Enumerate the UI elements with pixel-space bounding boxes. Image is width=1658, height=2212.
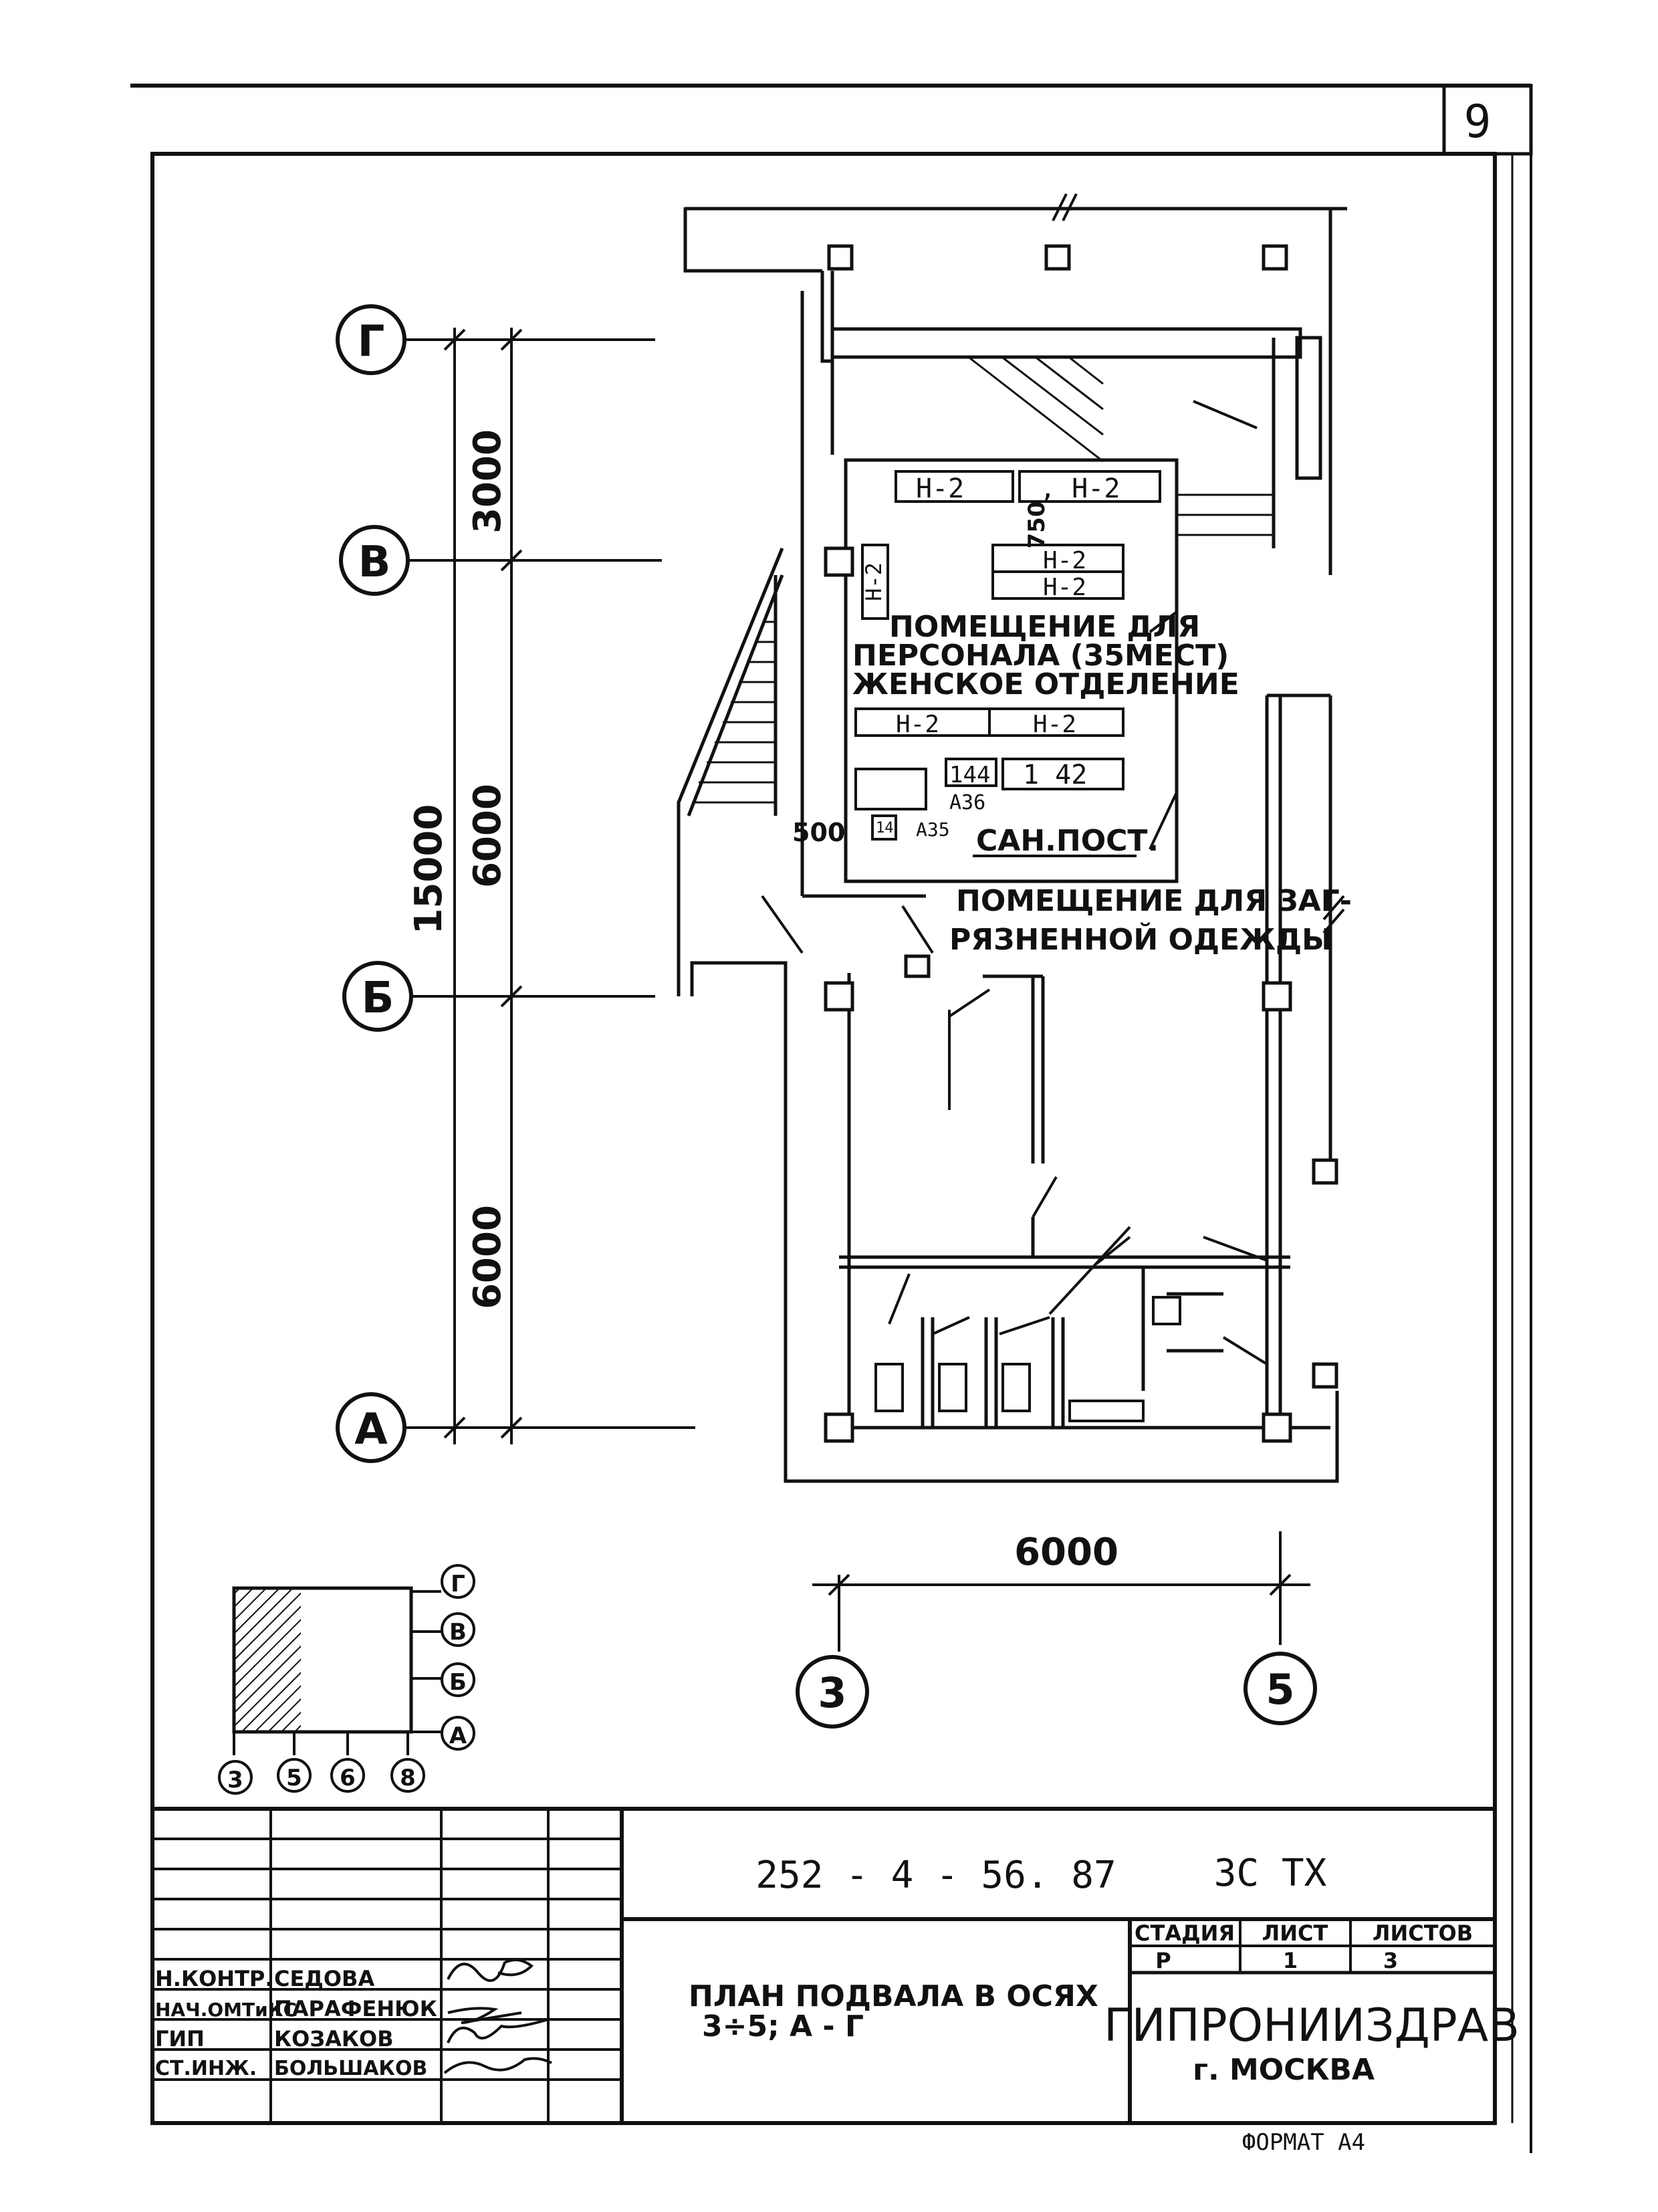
staff-role-1: Н.КОНТР.: [155, 1966, 273, 1991]
drawing-series: 3С ТХ: [1214, 1852, 1327, 1895]
axis-label-5: 5: [1266, 1665, 1294, 1714]
equipment-blocks: [854, 470, 1181, 1422]
organization-name: ГИПРОНИИЗДРАВ: [1104, 1999, 1520, 2052]
sheet-title-line-1: ПЛАН ПОДВАЛА В ОСЯХ: [689, 1979, 1098, 2013]
plan-walls: [677, 207, 1347, 1483]
equip-144: 144: [949, 762, 990, 788]
door-swings: [761, 400, 1268, 1365]
sheet-title-line-2: 3÷5; А - Г: [702, 2009, 864, 2043]
dim-750: 750: [1024, 502, 1050, 549]
header-sheets: ЛИСТОВ: [1373, 1920, 1473, 1946]
equip-1-42: 1 42: [1023, 760, 1087, 790]
axis-bubble-3: 3: [796, 1655, 869, 1729]
staff-role-4: СТ.ИНЖ.: [155, 2057, 257, 2080]
vertical-dimension-chain: [443, 328, 523, 1444]
paper-format: ФОРМАТ А4: [1242, 2129, 1365, 2156]
equip-n2-bottom-right: Н-2: [1033, 711, 1076, 738]
key-axis-5: 5: [286, 1765, 302, 1791]
equip-n2-top-right: , Н-2: [1040, 473, 1120, 504]
equip-a35: А35: [916, 818, 950, 841]
drawing-code: 252 - 4 - 56. 87: [755, 1854, 1116, 1897]
room-dirty-clothes-line-2: РЯЗНЕННОЙ ОДЕЖДЫ: [949, 921, 1332, 957]
axis-bubble-5: 5: [1244, 1652, 1317, 1725]
axis-label-b: Б: [362, 974, 394, 1023]
equip-n2-center-b: Н-2: [1043, 574, 1086, 601]
axis-label-3: 3: [818, 1668, 846, 1717]
axis-bubble-b: Б: [342, 961, 413, 1032]
room-dirty-clothes-line-1: ПОМЕЩЕНИЕ ДЛЯ ЗАГ-: [956, 884, 1352, 918]
axis-bubble-v: В: [339, 525, 410, 596]
room-staff-line-1: ПОМЕЩЕНИЕ ДЛЯ: [889, 610, 1200, 644]
dim-3000: 3000: [466, 429, 509, 534]
signatures: [443, 1959, 552, 2074]
staff-name-1: СЕДОВА: [274, 1966, 374, 1991]
axis-label-a: А: [354, 1405, 388, 1454]
header-stage: СТАДИЯ: [1135, 1920, 1235, 1946]
equip-14: 14: [876, 820, 894, 837]
equip-n2-bottom-left: Н-2: [896, 711, 939, 738]
key-axis-8: 8: [400, 1765, 416, 1791]
title-block-grid: [152, 1807, 1495, 2123]
value-sheets: 3: [1383, 1948, 1398, 1973]
staff-name-4: БОЛЬШАКОВ: [274, 2057, 427, 2080]
equip-n2-left-vertical: Н-2: [861, 562, 886, 601]
sheet-number: 9: [1464, 96, 1492, 148]
value-sheet: 1: [1283, 1948, 1298, 1973]
room-staff-line-2: ПЕРСОНАЛА (35МЕСТ): [852, 639, 1229, 673]
columns: [824, 244, 1338, 1443]
dim-500: 500: [792, 818, 845, 847]
staff-name-2: ПАРАФЕНЮК: [274, 1996, 437, 2021]
axis-label-g: Г: [358, 317, 385, 366]
value-stage: Р: [1155, 1948, 1171, 1973]
header-sheet: ЛИСТ: [1262, 1920, 1328, 1946]
dim-6000-lower: 6000: [466, 1205, 509, 1309]
axis-bubble-a: А: [336, 1392, 406, 1463]
dim-total-15000: 15000: [407, 804, 451, 935]
staff-role-3: ГИП: [155, 2026, 205, 2052]
column-axis-lines: [812, 1531, 1310, 1652]
stair-treads: [692, 356, 1274, 804]
break-marks: [1052, 193, 1345, 934]
key-axis-6: 6: [340, 1765, 356, 1791]
room-sanitary-post: САН.ПОСТ.: [976, 824, 1159, 858]
organization-city: г. МОСКВА: [1193, 2053, 1375, 2087]
equip-n2-top-left: Н-2: [916, 473, 964, 504]
equip-a36: А36: [949, 791, 985, 814]
axis-label-v: В: [358, 538, 391, 587]
key-axis-g: Г: [451, 1571, 465, 1597]
sheet-frame: [130, 84, 1533, 2153]
dim-6000-horizontal: 6000: [1014, 1531, 1118, 1574]
room-staff-line-3: ЖЕНСКОЕ ОТДЕЛЕНИЕ: [852, 667, 1239, 701]
axis-bubble-g: Г: [336, 304, 406, 375]
equip-n2-center-a: Н-2: [1043, 547, 1086, 574]
staff-name-3: КОЗАКОВ: [274, 2026, 394, 2052]
key-plan: Г В Б А 3 5 6 8: [218, 1564, 475, 1795]
key-axis-b: Б: [449, 1669, 467, 1696]
key-axis-a: А: [449, 1723, 467, 1749]
key-axis-3: 3: [227, 1767, 243, 1793]
dim-6000-upper: 6000: [466, 784, 509, 888]
staff-role-2: НАЧ.ОМТиКС: [155, 1999, 297, 2021]
key-axis-v: В: [449, 1619, 467, 1646]
